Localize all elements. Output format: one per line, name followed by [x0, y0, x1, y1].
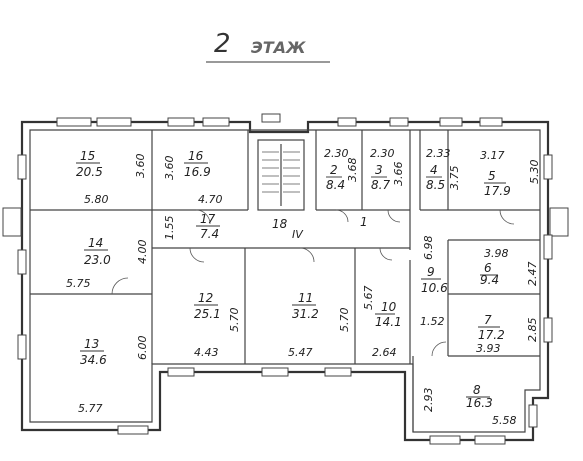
room-17-number: 17: [200, 212, 216, 226]
windows: [17, 113, 553, 445]
room-2-number: 2: [330, 163, 338, 177]
room-16-area: 16.9: [184, 165, 211, 179]
room-9-dim-2: 1.52: [420, 315, 445, 328]
room-14-dim-2: 4.00: [136, 240, 149, 265]
room-9-area: 10.6: [421, 281, 448, 295]
room-2-dim-1: 2.30: [324, 147, 349, 160]
room-6-dim-2: 2.47: [526, 262, 539, 287]
room-12-dim-2: 5.70: [228, 308, 241, 333]
room-5-dim-2: 5.30: [528, 160, 541, 185]
room-6-number: 6: [484, 261, 492, 275]
room-6-dim-1: 3.98: [484, 247, 509, 260]
room-10-number: 10: [381, 300, 397, 314]
room-10-area: 14.1: [375, 315, 402, 329]
door-swings: [111, 209, 515, 357]
room-4-dim-1: 2.33: [426, 147, 451, 160]
room-9-dim-1: 6.98: [422, 236, 435, 261]
room-labels: 15 20.5 16 16.9 2 8.4 3 8.7 4 8.5 5 17.9…: [76, 149, 511, 410]
room-12-number: 12: [198, 291, 213, 305]
room-4-number: 4: [430, 163, 438, 177]
room-1-number: 1: [360, 215, 368, 229]
floor-title: 2 ЭТАЖ: [206, 29, 330, 63]
room-11-area: 31.2: [292, 307, 319, 321]
room-8-dim-1: 5.58: [492, 414, 517, 427]
room-3-dim-1: 2.30: [370, 147, 395, 160]
room-8-number: 8: [473, 383, 481, 397]
room-14-number: 14: [88, 236, 103, 250]
room-8-area: 16.3: [466, 396, 493, 410]
room-13-area: 34.6: [80, 353, 107, 367]
floor-label: ЭТАЖ: [251, 38, 306, 57]
room-6-area: 9.4: [480, 273, 499, 287]
room-13-number: 13: [84, 337, 99, 351]
room-16-dim-1: 3.60: [163, 156, 176, 181]
room-7-number: 7: [484, 313, 492, 327]
room-5-number: 5: [488, 169, 496, 183]
room-16-number: 16: [188, 149, 204, 163]
room-14-dim-1: 5.75: [66, 277, 91, 290]
interior-walls: [30, 130, 540, 432]
room-number-underlines: [76, 162, 506, 398]
room-10-dim-1: 5.67: [362, 286, 375, 311]
room-12-area: 25.1: [194, 307, 221, 321]
room-11-dim-2: 5.70: [338, 308, 351, 333]
room-7-dim-1: 3.93: [476, 342, 501, 355]
room-4-dim-2: 3.75: [448, 166, 461, 191]
room-15-area: 20.5: [76, 165, 103, 179]
room-4-area: 8.5: [426, 178, 445, 192]
room-15-number: 15: [80, 149, 95, 163]
room-3-area: 8.7: [371, 178, 390, 192]
room-16-dim-2: 4.70: [198, 193, 223, 206]
room-17-dim-1: 1.55: [163, 216, 176, 241]
room-7-dim-2: 2.85: [526, 318, 539, 343]
room-18-number: 18: [272, 217, 288, 231]
dimension-labels: 5.80 3.60 3.60 4.70 2.30 3.68 2.30 3.66 …: [66, 147, 541, 427]
room-11-dim-1: 5.47: [288, 346, 313, 359]
room-3-number: 3: [375, 163, 383, 177]
room-15-dim-2: 3.60: [134, 154, 147, 179]
room-7-area: 17.2: [478, 328, 505, 342]
room-3-dim-2: 3.66: [392, 162, 405, 187]
room-9-number: 9: [427, 265, 435, 279]
room-5-area: 17.9: [484, 184, 511, 198]
room-8-dim-2: 2.93: [422, 388, 435, 413]
room-11-number: 11: [298, 291, 313, 305]
room-5-dim-1: 3.17: [480, 149, 505, 162]
room-13-dim-2: 6.00: [136, 336, 149, 361]
room-13-dim-1: 5.77: [78, 402, 103, 415]
room-10-dim-2: 2.64: [372, 346, 397, 359]
staircase: IV: [262, 144, 304, 241]
room-17-area: 7.4: [200, 227, 219, 241]
room-14-area: 23.0: [84, 253, 111, 267]
room-12-dim-1: 4.43: [194, 346, 219, 359]
floor-number: 2: [214, 29, 231, 59]
stair-label: IV: [292, 228, 304, 241]
room-2-area: 8.4: [326, 178, 345, 192]
room-2-dim-2: 3.68: [346, 158, 359, 183]
room-15-dim-1: 5.80: [84, 193, 109, 206]
